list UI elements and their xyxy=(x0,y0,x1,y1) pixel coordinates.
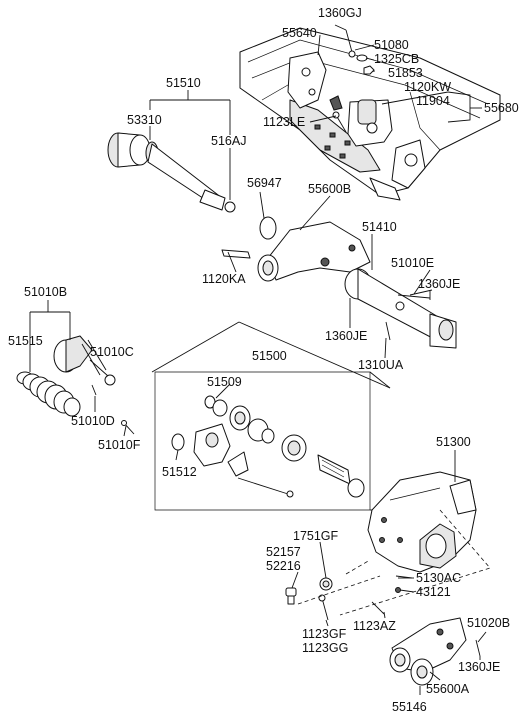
label-51300: 51300 xyxy=(436,435,471,449)
shaft-51510 xyxy=(107,132,236,213)
bearing-51509 xyxy=(204,395,228,417)
boot-51515 xyxy=(16,371,81,417)
bushing-55146 xyxy=(410,658,434,686)
label-51010c: 51010C xyxy=(90,345,134,359)
bolt-1123az xyxy=(371,601,385,615)
mount-11904 xyxy=(329,95,393,147)
label-1360je-bot: 1360JE xyxy=(458,660,500,674)
label-51020b: 51020B xyxy=(467,616,510,630)
bolt-51080 xyxy=(345,29,356,58)
gasket-1751gf xyxy=(319,577,333,591)
label-1123le: 1123LE xyxy=(263,115,305,129)
label-11904: 11904 xyxy=(416,94,450,108)
bolt-51010f xyxy=(121,420,135,435)
arm-55600b xyxy=(221,216,371,282)
label-51500: 51500 xyxy=(252,349,287,363)
label-51010b: 51010B xyxy=(24,285,67,299)
label-51410: 51410 xyxy=(362,220,397,234)
label-51853: 51853 xyxy=(388,66,423,80)
label-52216: 52216 xyxy=(266,559,301,573)
bolt-1123gf xyxy=(318,594,329,621)
part-labels: 1360GJ 55640 51080 1325CB 51853 1120KW 1… xyxy=(8,6,519,714)
label-51010e: 51010E xyxy=(391,256,434,270)
label-1325cb: 1325CB xyxy=(374,52,419,66)
label-5130ac: 5130AC xyxy=(416,571,461,585)
bolt-5130ac xyxy=(395,575,413,593)
nut-51853 xyxy=(363,65,375,75)
label-51512: 51512 xyxy=(162,465,197,479)
pin-51010d xyxy=(91,384,97,396)
label-1360je-mid: 1360JE xyxy=(325,329,367,343)
bracket-55600a xyxy=(389,617,481,673)
axle-tube-51410 xyxy=(344,268,457,349)
label-53310: 53310 xyxy=(127,113,162,127)
plug-52157 xyxy=(285,587,297,605)
label-55600a: 55600A xyxy=(426,682,470,696)
joint-51010b xyxy=(53,335,107,376)
label-1120kw: 1120KW xyxy=(404,80,451,94)
label-51010f: 51010F xyxy=(98,438,141,452)
seal-51010c xyxy=(104,374,116,386)
label-43121: 43121 xyxy=(416,585,451,599)
label-51010d: 51010D xyxy=(71,414,115,428)
label-55680: 55680 xyxy=(484,101,519,115)
label-51515: 51515 xyxy=(8,334,43,348)
label-51080: 51080 xyxy=(374,38,409,52)
label-1123gf: 1123GF xyxy=(302,627,347,641)
label-1123gg: 1123GG xyxy=(302,641,348,655)
label-51510: 51510 xyxy=(166,76,201,90)
label-55146: 55146 xyxy=(392,700,427,714)
label-1751gf: 1751GF xyxy=(293,529,339,543)
assembly-box-51500 xyxy=(151,321,391,511)
differential-51300 xyxy=(367,471,477,573)
label-51509: 51509 xyxy=(207,375,242,389)
label-52157: 52157 xyxy=(266,545,301,559)
label-1310ua: 1310UA xyxy=(358,358,404,372)
label-516aj: 516AJ xyxy=(211,134,246,148)
leader-lines xyxy=(29,24,487,695)
label-55600b: 55600B xyxy=(308,182,351,196)
housing-51512 xyxy=(171,423,231,467)
washer-1325cb xyxy=(356,54,368,62)
label-1360je-top: 1360JE xyxy=(418,277,460,291)
label-55640: 55640 xyxy=(282,26,317,40)
label-56947: 56947 xyxy=(247,176,282,190)
label-1123az: 1123AZ xyxy=(353,619,396,633)
dashed-outline-51300 xyxy=(297,509,491,616)
label-1120ka: 1120KA xyxy=(202,272,246,286)
label-1360gj: 1360GJ xyxy=(318,6,362,20)
